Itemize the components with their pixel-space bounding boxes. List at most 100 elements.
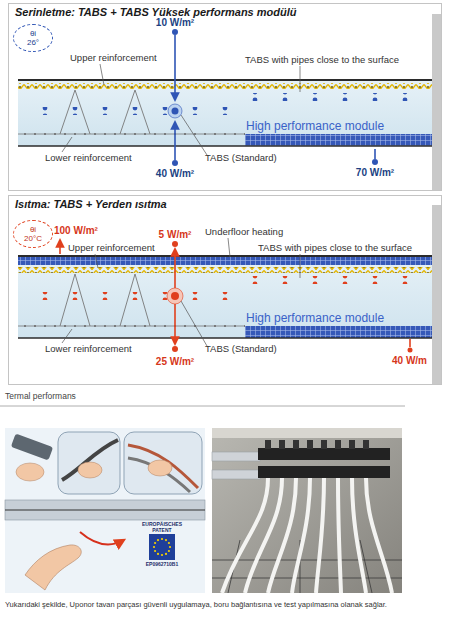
heating-slab [18,255,432,257]
flux-value: 40 W/m [392,355,427,366]
part-label: TABS (Standard) [205,343,277,354]
flux-value: 100 W/m² [54,225,98,236]
cooling-flux-arrows [174,35,176,100]
patent-star [161,538,163,540]
heating-flux-arrows [59,240,61,254]
heating-slab [18,292,245,300]
cooling-slab [18,83,432,89]
part-label: Lower reinforcement [45,343,132,354]
leader-line [181,115,207,155]
installation-illustration [148,460,172,476]
part-label: Upper reinforcement [68,242,155,253]
cooling-slab [172,108,179,115]
patent-badge: EUROPÄISCHES PATENTEP0962710B1 [133,521,191,567]
part-label: TABS with pipes close to the surface [245,54,399,65]
flux-value: 5 W/m² [159,229,192,240]
manifold-photo [222,478,392,593]
installation-illustration [128,445,198,488]
patent-emblem [149,534,175,560]
heating-slab [432,205,441,385]
patent-star [165,539,167,541]
patent-star [168,550,170,552]
cooling-slab [18,133,245,137]
installation-illustration [62,440,118,480]
patent-star [169,546,171,548]
heating-slab [18,256,432,338]
part-label: TABS with pipes close to the surface [258,242,412,253]
installation-illustration [80,532,124,544]
patent-star [157,539,159,541]
flux-value: 25 W/m² [156,356,194,367]
part-label: TABS (Standard) [205,152,277,163]
leader-line [62,64,300,155]
patent-star [168,542,170,544]
leader-line [228,238,230,257]
flux-value: 40 W/m² [156,168,194,179]
cooling-flux-arrows [372,159,378,165]
part-label: Underfloor heating [205,226,283,237]
module-band: High performance module [246,311,433,325]
cooling-slab [432,14,441,190]
manifold-photo [366,478,392,593]
temperature-circle: θi 26° [13,24,53,52]
manifold-photo [292,478,310,593]
installation-illustration [5,428,205,593]
patent-star [154,542,156,544]
heating-slab [245,326,432,338]
flux-value: 70 W/m² [356,167,394,178]
manifold-photo [212,428,402,593]
cooling-flux-arrows [172,160,178,166]
manifold-photo [316,478,324,593]
installation-illustration [58,432,120,494]
figure-caption: Yukarıdaki şekilde, Uponor tavan parçası… [5,600,387,610]
installation-illustration [128,458,190,492]
leader-line [62,238,300,346]
manifold-photo [268,478,296,593]
temperature-text: θi 20°C [23,225,43,243]
cooling-slab [18,107,245,115]
manifold-photo [212,428,402,438]
temperature-text: θi 26° [23,29,43,47]
manifold-photo [338,478,341,593]
cooling-slab [18,80,432,146]
installation-illustration [5,500,205,520]
heating-flux-arrows [174,304,176,344]
panel-title: Isıtma: TABS + Yerden ısıtma [9,196,441,213]
installation-illustration [124,432,202,494]
manifold-photo [352,478,366,593]
heating-slab [171,292,179,300]
leader-line [62,329,72,343]
cooling-flux-arrows [172,29,378,166]
module-name: High performance module [246,311,433,325]
leader-line [95,254,98,268]
heating-flux-arrows [172,241,178,247]
figure-note: Termal performans [5,391,76,402]
installation-illustration [16,463,44,481]
patent-star [153,546,155,548]
heating-flux-arrows [172,346,178,352]
manifold-photo [265,440,369,449]
cooling-slab [245,93,432,101]
cooling-slab [18,79,432,81]
temperature-circle: θi 20°C [13,220,53,248]
separator-rule [0,406,405,407]
heating-flux-arrows [408,348,413,353]
part-label: Upper reinforcement [70,52,157,63]
heating-flux-arrows [174,249,176,288]
leader-line [181,301,207,346]
heating-slab [18,256,432,265]
installation-illustration [78,462,102,478]
cooling-slab [18,145,432,147]
cooling-slab [168,104,182,118]
installation-illustration [11,434,53,461]
heating-slab [18,325,245,329]
heating-slab [245,276,432,284]
flux-value: 10 W/m² [156,17,194,28]
heating-flux-arrows [409,339,411,347]
panel-title: Serinletme: TABS + TABS Yüksek performan… [9,4,441,21]
cooling-flux-arrows [374,149,376,159]
installation-illustration [25,545,81,590]
leader-line [100,64,104,85]
heating-slab [18,267,432,273]
installation-illustration [5,509,205,510]
